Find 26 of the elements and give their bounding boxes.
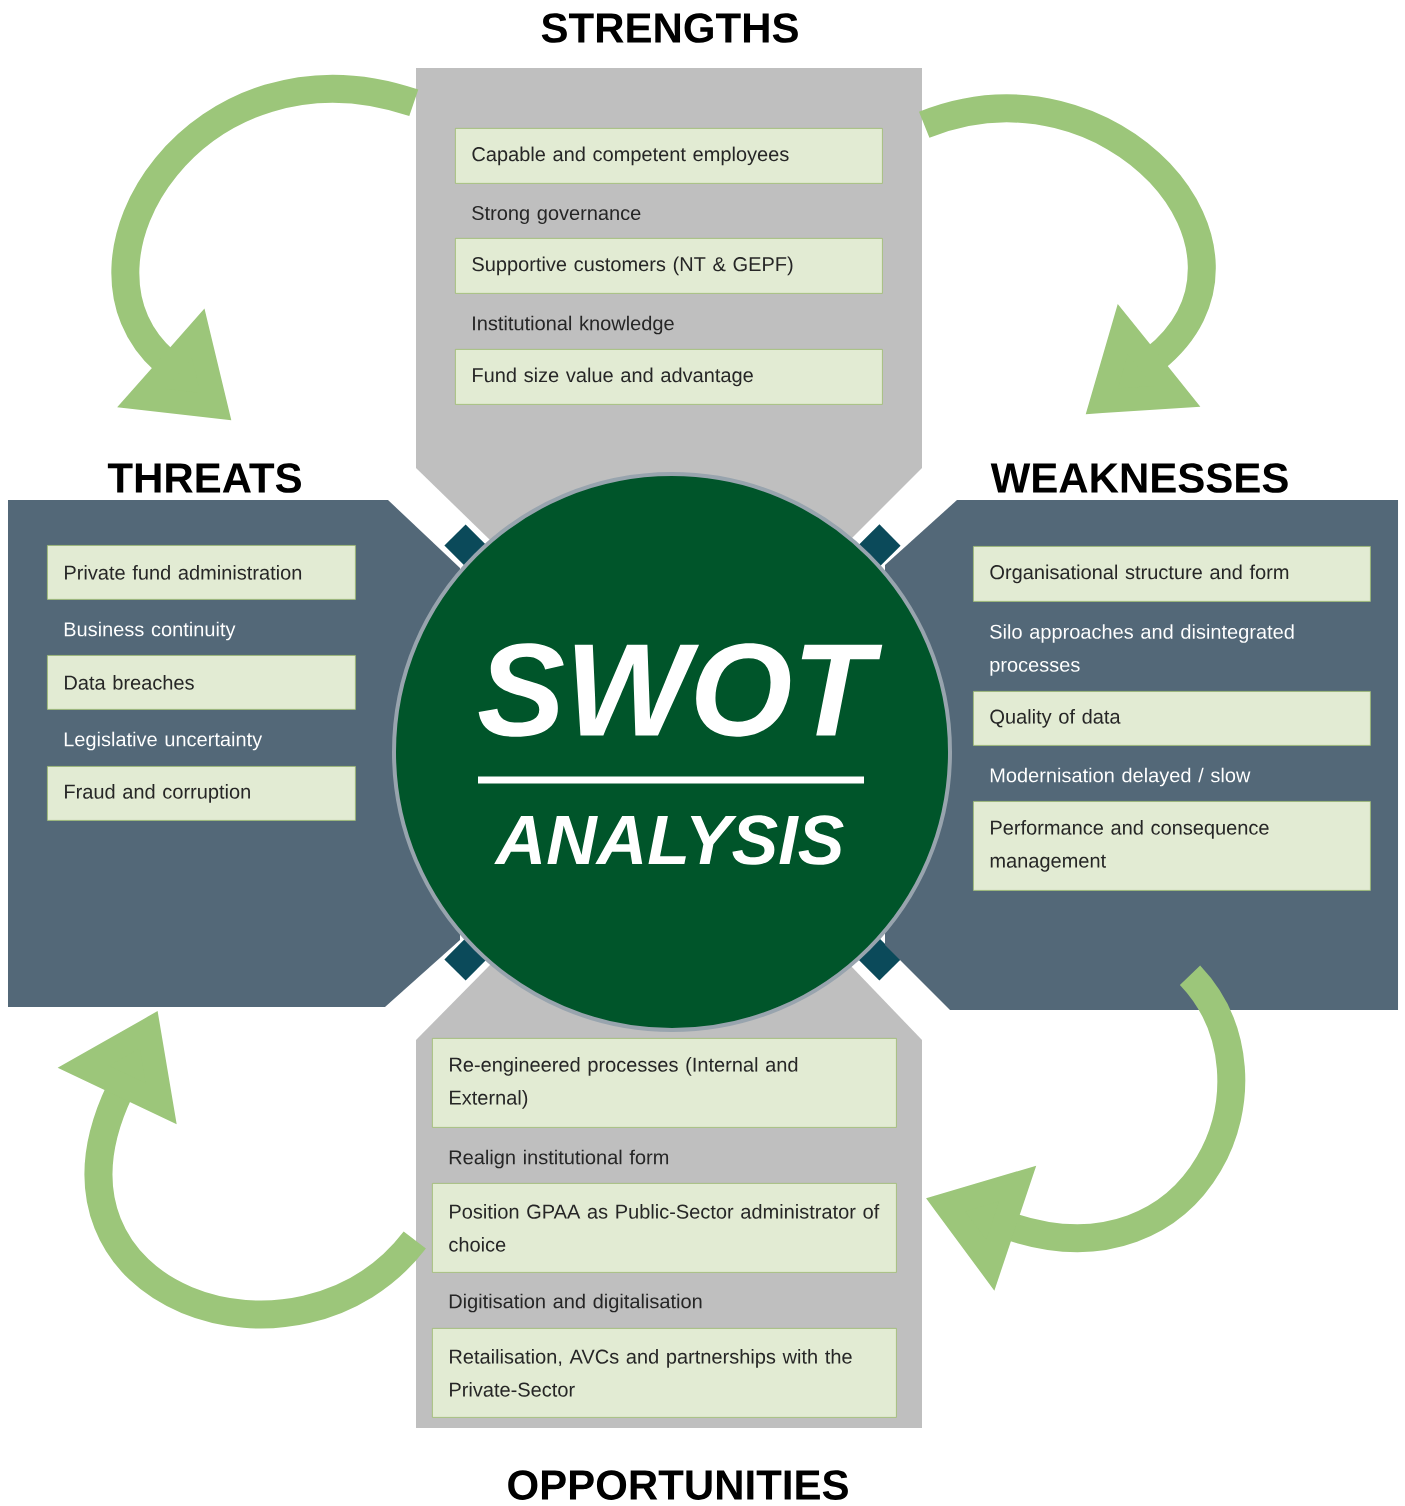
item-box: Private fund administration — [47, 545, 356, 600]
item-text: Strong governance — [472, 205, 641, 225]
item-box: Supportive customers (NT & GEPF) — [455, 238, 883, 294]
item-text: Silo approaches and disintegrated processes — [990, 624, 1294, 676]
item-text: Realign institutional form — [449, 1149, 669, 1169]
item-box: Position GPAA as Public-Sector administrator of choice — [432, 1183, 897, 1273]
item-box: Re-engineered processes (Internal and External) — [432, 1038, 897, 1128]
item-box: Retailisation, AVCs and partnerships with the Private-Sector — [432, 1328, 897, 1418]
item-text: Business continuity — [64, 621, 236, 641]
item-text: Modernisation delayed / slow — [990, 767, 1251, 787]
subtitle-text: ANALYSIS — [494, 815, 844, 865]
item-box: Fraud and corruption — [47, 766, 356, 821]
title-text: SWOT — [478, 643, 883, 737]
item-box: Fund size value and advantage — [455, 349, 883, 405]
item-text: Legislative uncertainty — [64, 731, 263, 751]
item-box: Quality of data — [973, 691, 1371, 746]
item-box: Organisational structure and form — [973, 546, 1371, 602]
item-box: Data breaches — [47, 655, 356, 710]
item-text: Institutional knowledge — [473, 315, 674, 335]
item-box: Capable and competent employees — [455, 128, 883, 184]
heading: OPPORTUNITIES — [508, 1470, 848, 1500]
heading: THREATS — [107, 463, 301, 493]
item-box: Performance and consequence management — [973, 801, 1371, 891]
item-text: Digitisation and digitalisation — [449, 1293, 702, 1313]
heading: STRENGTHS — [541, 13, 798, 43]
heading: WEAKNESSES — [990, 463, 1288, 493]
